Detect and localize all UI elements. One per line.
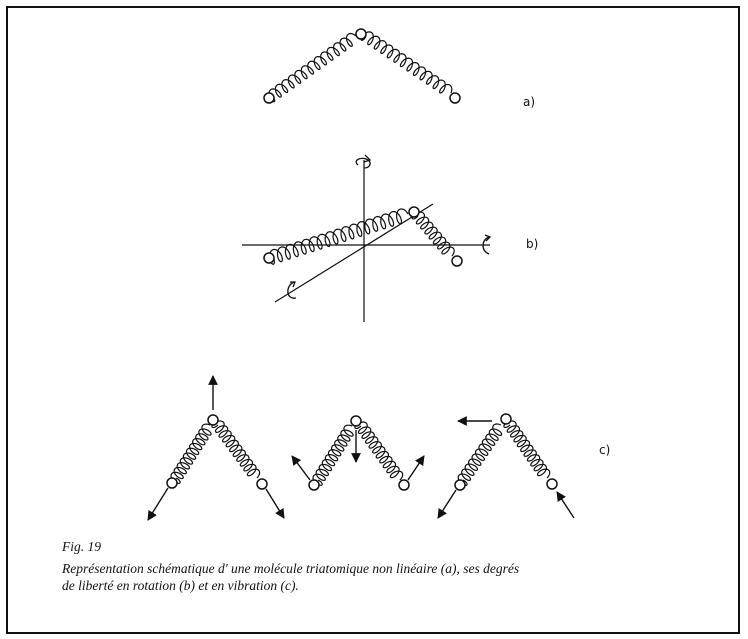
mode1-spring-left [170, 423, 212, 484]
figure-caption: Fig. 19 Représentation schématique d' un… [62, 538, 702, 594]
figure-frame [6, 6, 740, 634]
mode1-atom-center [207, 414, 219, 426]
mode1-spring-right [211, 420, 261, 479]
atom-right [449, 92, 461, 104]
bond-spring-right [360, 31, 453, 94]
panel-b-rotation [242, 154, 492, 322]
bond-spring-short [411, 211, 455, 257]
rotation-arrow-tip-diagonal-icon [290, 281, 296, 288]
rotation-arrow-diagonal-icon [287, 281, 297, 299]
mode3-atom-left [454, 479, 466, 491]
figure-number: Fig. 19 [62, 539, 101, 554]
bond-spring-left [268, 32, 357, 103]
mode2-arrow-right [407, 455, 425, 481]
diagonal-axis [274, 203, 434, 303]
panel-label-c: c) [599, 443, 611, 457]
bond-spring-long [268, 208, 409, 265]
caption-line-2: de liberté en rotation (b) et en vibrati… [62, 578, 299, 593]
atom-left [263, 252, 275, 264]
mode3-atom-right [546, 478, 558, 490]
mode2-spring-right [354, 421, 404, 481]
rotation-arrow-tip-horizontal-icon [484, 234, 492, 242]
panel-a-molecule [263, 28, 461, 104]
rotation-arrow-tip-vertical-icon [363, 154, 372, 163]
mode2-atom-center [350, 415, 362, 427]
atom-center [355, 28, 367, 40]
panel-label-b: b) [526, 237, 539, 251]
atom-right [451, 255, 463, 267]
mode3-atom-center [500, 413, 512, 425]
mode1-arrow-left [147, 487, 169, 521]
caption-line-1: Représentation schématique d' une molécu… [62, 561, 520, 576]
mode3-spring-left [457, 423, 503, 486]
mode2-atom-left [308, 479, 320, 491]
atom-apex [408, 206, 420, 218]
atom-left [263, 92, 275, 104]
mode2-atom-right [398, 479, 410, 491]
mode3-spring-right [503, 420, 551, 479]
panel-label-a: a) [523, 95, 536, 109]
mode1-atom-right [256, 478, 268, 490]
mode3-arrow-left [437, 489, 457, 519]
mode1-arrow-right [265, 488, 285, 519]
rotation-arrow-vertical-icon [355, 157, 371, 169]
rotation-arrow-horizontal-icon [482, 236, 490, 255]
mode3-arrow-right [556, 491, 575, 519]
mode2-spring-left [312, 424, 354, 486]
panel-c-vibrations [147, 375, 575, 521]
mode1-atom-left [166, 477, 178, 489]
mode2-arrow-left [291, 455, 311, 481]
